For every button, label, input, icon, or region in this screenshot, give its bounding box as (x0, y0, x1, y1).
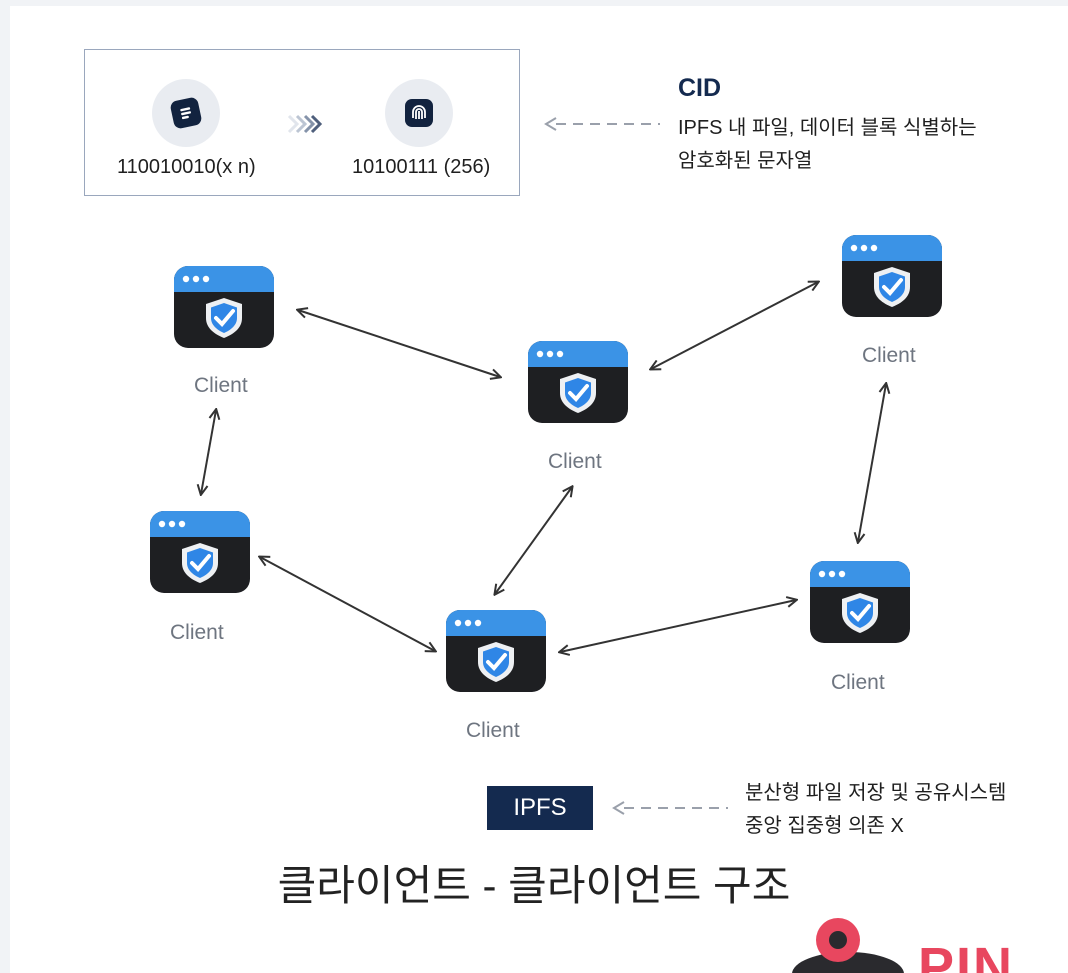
chevron-arrows-icon (287, 112, 323, 141)
dashed-arrow-ipfs (612, 798, 730, 823)
cid-title: CID (678, 74, 722, 102)
brand-logo: PIN (790, 918, 1068, 973)
secure-window-icon (174, 266, 274, 348)
client-label: Client (466, 719, 520, 742)
client-label: Client (862, 344, 916, 367)
client-label: Client (548, 450, 602, 473)
client-node-right (808, 557, 912, 647)
binary-value-right: 10100111 (256) (352, 156, 491, 178)
arrow-topleft-left (201, 410, 216, 494)
arrow-bottom-right (560, 600, 796, 652)
binary-value-left: 110010010(x n) (117, 156, 256, 178)
client-node-center (526, 337, 630, 427)
client-label: Client (194, 374, 248, 397)
client-label: Client (831, 671, 885, 694)
arrow-center-bottom (495, 487, 572, 594)
arrow-topleft-center (298, 310, 500, 377)
client-node-top-right (840, 231, 944, 321)
file-icon (169, 96, 203, 130)
logo-text: PIN (918, 937, 1015, 973)
client-node-top-left (172, 262, 276, 352)
client-node-left (148, 507, 252, 597)
ipfs-badge: IPFS (487, 786, 593, 830)
secure-window-icon (810, 561, 910, 643)
secure-window-icon (528, 341, 628, 423)
client-node-bottom (444, 606, 548, 696)
client-label: Client (170, 621, 224, 644)
cid-example-box: 110010010(x n) 10100111 (256) (84, 49, 520, 196)
file-icon-circle (152, 79, 220, 147)
secure-window-icon (150, 511, 250, 593)
dashed-arrow-cid (544, 114, 662, 139)
arrow-topright-right (858, 384, 886, 542)
ipfs-description-line2: 중앙 집중형 의존 X (745, 815, 904, 837)
arrow-center-topright (651, 282, 818, 369)
arrow-left-bottom (260, 557, 435, 651)
secure-window-icon (842, 235, 942, 317)
fingerprint-icon-circle (385, 79, 453, 147)
secure-window-icon (446, 610, 546, 692)
cloud-pin-icon (792, 918, 904, 973)
fingerprint-icon (405, 99, 433, 127)
cid-description-line1: IPFS 내 파일, 데이터 블록 식별하는 (678, 117, 977, 139)
diagram-title: 클라이언트 - 클라이언트 구조 (277, 862, 791, 909)
ipfs-description-line1: 분산형 파일 저장 및 공유시스템 (745, 782, 1007, 804)
cid-description-line2: 암호화된 문자열 (678, 150, 813, 172)
